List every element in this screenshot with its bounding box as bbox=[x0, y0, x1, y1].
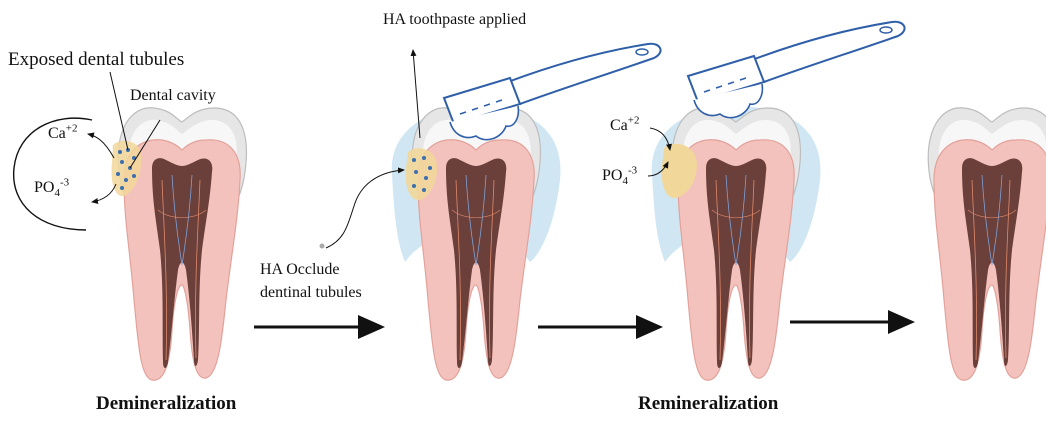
label-ha-occlude-line1: HA Occlude bbox=[260, 262, 340, 278]
label-ca-3: Ca+2 bbox=[610, 118, 640, 134]
occlude-origin-dot bbox=[320, 244, 325, 249]
label-dental-cavity: Dental cavity bbox=[130, 88, 216, 104]
label-po-3: PO4-3 bbox=[602, 168, 637, 184]
label-po-1: PO4-3 bbox=[34, 180, 69, 196]
label-demineralization: Demineralization bbox=[96, 394, 236, 413]
ca-release-arrow bbox=[88, 134, 114, 158]
label-ca-1: Ca+2 bbox=[48, 126, 78, 142]
toothbrush-3 bbox=[688, 22, 905, 118]
po-release-arrow bbox=[92, 184, 116, 202]
tooth-remineralizing bbox=[672, 108, 800, 380]
label-exposed-tubules: Exposed dental tubules bbox=[8, 50, 184, 69]
label-ha-occlude-line2: dentinal tubules bbox=[260, 285, 362, 301]
tooth-restored bbox=[928, 108, 1046, 380]
label-remineralization: Remineralization bbox=[638, 394, 778, 413]
label-ha-applied: HA toothpaste applied bbox=[383, 12, 526, 28]
tooth-ha-applied bbox=[412, 108, 540, 380]
tubules-pointer bbox=[110, 72, 128, 150]
occlude-arrow bbox=[326, 170, 404, 248]
